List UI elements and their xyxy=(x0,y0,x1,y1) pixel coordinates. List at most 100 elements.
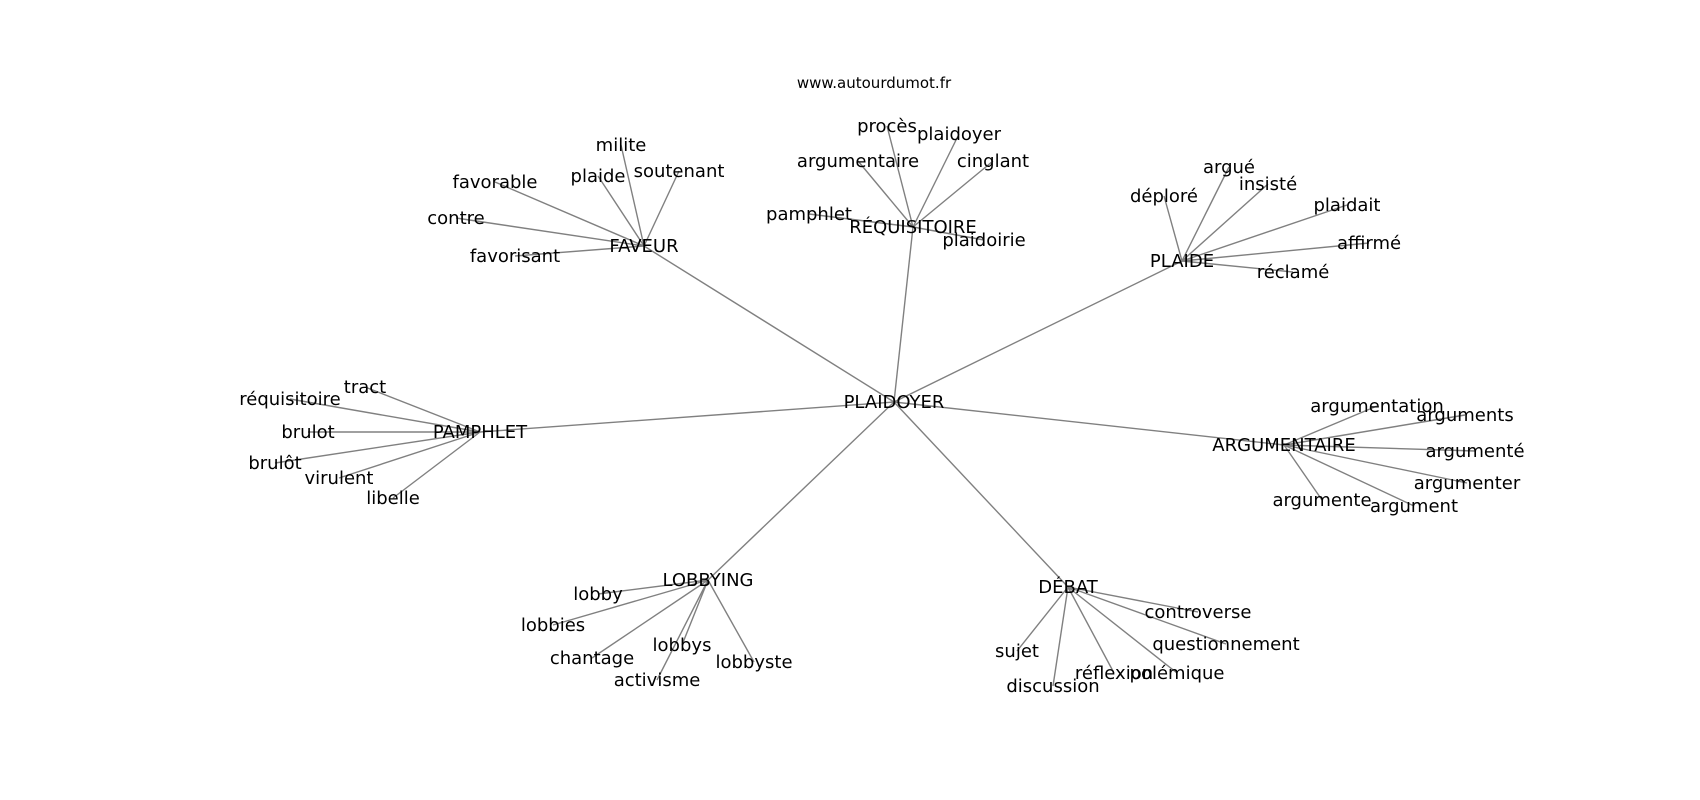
leaf-node-questionnement: questionnement xyxy=(1152,634,1299,655)
leaf-node-favorisant: favorisant xyxy=(470,246,560,267)
edge-lobbying-chantage xyxy=(591,579,709,659)
leaf-node-plaidait: plaidait xyxy=(1314,195,1381,216)
leaf-node-lobbyste: lobbyste xyxy=(715,652,792,673)
leaf-node-controverse: controverse xyxy=(1145,602,1252,623)
node-labels: PLAIDOYER FAVEUR milite plaide soutenant favo… xyxy=(239,116,1524,697)
leaf-node-sujet: sujet xyxy=(995,641,1039,662)
leaf-node-brulot: brulôt xyxy=(248,453,301,474)
leaf-node-argumente: argumenté xyxy=(1425,441,1524,462)
edge-lobbying-lobbyste xyxy=(707,579,755,663)
leaf-node-argument: argument xyxy=(1370,496,1458,517)
edge-lobbying-activisme xyxy=(656,579,709,681)
leaf-node-affirme: affirmé xyxy=(1337,233,1401,254)
edge-lobbying-lobby xyxy=(597,579,709,595)
leaf-node-milite: milite xyxy=(596,135,647,156)
leaf-node-libelle: libelle xyxy=(366,488,420,509)
leaf-node-brulot: brulot xyxy=(281,422,334,443)
edge-faveur-milite xyxy=(620,144,645,247)
leaf-node-favorable: favorable xyxy=(453,172,538,193)
leaf-node-reclame: réclamé xyxy=(1257,262,1330,283)
leaf-node-plaide: plaide xyxy=(571,166,626,187)
edge-pamphlet-libelle xyxy=(392,431,481,499)
edge-requisitoire-plaidoirie xyxy=(912,226,985,241)
leaf-node-lobby: lobby xyxy=(573,584,623,605)
edge-faveur-plaide xyxy=(597,175,645,247)
leaf-node-deplore: déploré xyxy=(1130,186,1198,207)
edge-plaide-argue xyxy=(1181,166,1230,262)
edge-plaide-insiste xyxy=(1181,183,1269,262)
leaf-node-lobbys: lobbys xyxy=(653,635,712,656)
edge-faveur-favorable xyxy=(494,181,645,247)
hub-node-plaide: PLAIDE xyxy=(1150,251,1214,272)
edge-debat-controverse xyxy=(1067,586,1199,613)
leaf-node-arguments: arguments xyxy=(1416,405,1513,426)
leaf-node-chantage: chantage xyxy=(550,648,634,669)
edge-pamphlet-requisitoire xyxy=(289,398,481,433)
leaf-node-polemique: polémique xyxy=(1130,663,1225,684)
leaf-node-plaidoyer: plaidoyer xyxy=(917,124,1002,145)
edge-argumentaire-argumente xyxy=(1283,444,1476,452)
edge-requisitoire-proces xyxy=(886,125,914,228)
leaf-node-argue: argué xyxy=(1203,157,1255,178)
edge-debat-polemique xyxy=(1067,586,1178,674)
hub-node-pamphlet: PAMPHLET xyxy=(433,422,528,443)
leaf-node-plaidoirie: plaidoirie xyxy=(942,230,1025,251)
edge-debat-reflexion xyxy=(1067,586,1115,674)
leaf-node-reflexion: réflexion xyxy=(1075,663,1153,684)
edge-lobbying-lobbys xyxy=(681,579,709,646)
edge-faveur-contre xyxy=(455,217,645,247)
hub-node-faveur: FAVEUR xyxy=(609,236,678,257)
edge-center-plaide xyxy=(893,260,1183,403)
edge-pamphlet-brulot xyxy=(274,431,481,464)
source-watermark: www.autourdumot.fr xyxy=(797,74,952,92)
edge-debat-sujet xyxy=(1016,586,1069,652)
edge-center-pamphlet xyxy=(479,401,895,433)
edge-plaide-reclame xyxy=(1181,260,1294,273)
edge-pamphlet-virulent xyxy=(338,431,481,479)
edges xyxy=(274,125,1476,687)
edge-debat-discussion xyxy=(1052,586,1069,687)
edge-debat-questionnement xyxy=(1067,586,1227,645)
edge-center-faveur xyxy=(643,245,895,403)
leaf-node-insiste: insisté xyxy=(1239,174,1297,195)
edge-requisitoire-cinglant xyxy=(912,160,994,228)
leaf-node-argumentation: argumentation xyxy=(1310,396,1444,417)
center-node: PLAIDOYER xyxy=(844,392,945,413)
edge-argumentaire-argumente xyxy=(1283,444,1323,501)
leaf-node-tract: tract xyxy=(344,377,386,398)
leaf-node-argumente: argumente xyxy=(1272,490,1371,511)
edge-requisitoire-argumentaire xyxy=(857,160,914,228)
leaf-node-argumentaire: argumentaire xyxy=(797,151,919,172)
leaf-node-discussion: discussion xyxy=(1006,676,1099,697)
edge-requisitoire-pamphlet xyxy=(808,213,914,228)
edge-center-argumentaire xyxy=(893,401,1285,446)
leaf-node-argumenter: argumenter xyxy=(1414,473,1521,494)
edge-plaide-deplore xyxy=(1163,195,1183,262)
hub-node-debat: DÉBAT xyxy=(1038,576,1098,598)
edge-plaide-affirme xyxy=(1181,242,1370,262)
leaf-node-pamphlet: pamphlet xyxy=(766,204,852,225)
edge-requisitoire-plaidoyer xyxy=(912,133,960,228)
leaf-node-soutenant: soutenant xyxy=(634,161,725,182)
edge-faveur-soutenant xyxy=(643,170,680,247)
leaf-node-cinglant: cinglant xyxy=(957,151,1029,172)
edge-faveur-favorisant xyxy=(514,245,645,257)
edge-pamphlet-tract xyxy=(364,386,481,433)
leaf-node-virulent: virulent xyxy=(304,468,373,489)
edge-argumentaire-argumenter xyxy=(1283,444,1468,484)
leaf-node-proces: procès xyxy=(857,116,917,137)
edge-center-lobbying xyxy=(707,401,895,581)
hub-node-lobbying: LOBBYING xyxy=(663,570,754,591)
edge-lobbying-lobbies xyxy=(552,579,709,626)
leaf-node-requisitoire: réquisitoire xyxy=(239,389,340,410)
edge-argumentaire-argumentation xyxy=(1283,405,1378,446)
edge-center-debat xyxy=(893,401,1069,588)
edge-center-requisitoire xyxy=(893,226,914,403)
edge-argumentaire-argument xyxy=(1283,444,1415,507)
hub-node-argumentaire: ARGUMENTAIRE xyxy=(1212,435,1355,456)
hub-node-requisitoire: RÉQUISITOIRE xyxy=(849,216,977,238)
edge-argumentaire-arguments xyxy=(1283,414,1466,446)
leaf-node-lobbies: lobbies xyxy=(521,615,585,636)
leaf-node-activisme: activisme xyxy=(614,670,701,691)
